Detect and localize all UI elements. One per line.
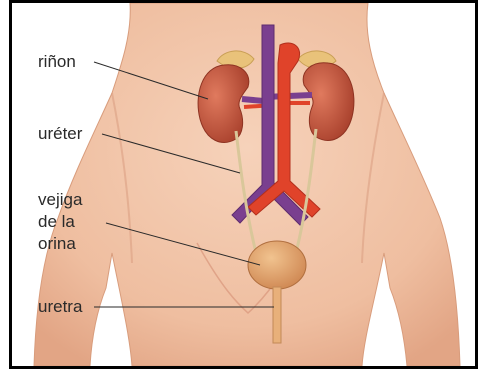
bladder-label-line-1: vejiga xyxy=(38,189,108,211)
diagram-frame: riñon uréter vejiga de la orina uretra xyxy=(9,0,478,369)
urethra xyxy=(273,287,281,343)
bladder-label: vejiga de la orina xyxy=(38,189,108,255)
urethra-label: uretra xyxy=(38,296,82,318)
kidney-label: riñon xyxy=(38,51,76,73)
bladder-label-line-2: de la xyxy=(38,211,108,233)
bladder-label-line-3: orina xyxy=(38,233,108,255)
left-renal-vein xyxy=(242,99,264,101)
bladder xyxy=(248,241,306,289)
ureter-label: uréter xyxy=(38,123,82,145)
